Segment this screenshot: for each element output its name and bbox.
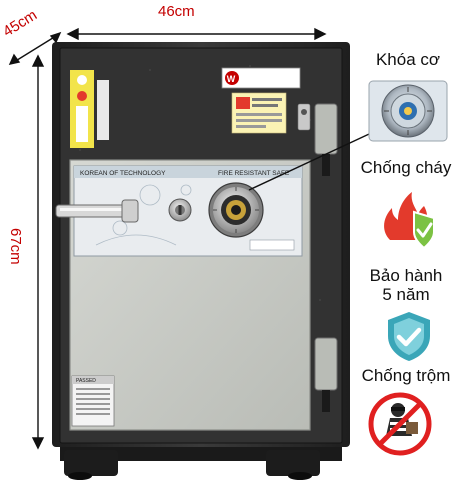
pull-handle: [55, 199, 139, 223]
lower-hinge: [314, 337, 338, 412]
svg-text:FIRE RESISTANT SAFE: FIRE RESISTANT SAFE: [218, 170, 290, 177]
feature-anti-theft-label: Chống trộm: [361, 366, 451, 385]
key-plate: [297, 103, 311, 131]
depth-arrow: [8, 31, 62, 65]
dial-lock-icon: [368, 80, 448, 142]
vertical-label: [97, 80, 109, 140]
info-sticker: [231, 92, 287, 134]
svg-text:KOREAN OF TECHNOLOGY: KOREAN OF TECHNOLOGY: [80, 170, 166, 177]
warranty-shield-icon: [384, 310, 434, 362]
warning-sticker: [70, 70, 94, 148]
passed-plate: PASSED: [71, 375, 115, 427]
svg-text:W: W: [227, 74, 236, 84]
model-plate: [249, 239, 295, 251]
callout-line: [248, 127, 383, 191]
anti-theft-icon: [368, 392, 432, 456]
feature-fireproof-label: Chống cháy: [360, 158, 452, 177]
width-label: 46cm: [158, 3, 195, 20]
svg-text:PASSED: PASSED: [76, 378, 96, 384]
brand-logo: W: [221, 67, 301, 89]
feature-mechanical-lock-label: Khóa cơ: [375, 50, 441, 69]
width-arrow: [66, 27, 327, 41]
combination-dial: [208, 182, 264, 238]
fire-shield-icon: [376, 186, 440, 250]
height-arrow: [31, 54, 45, 450]
safe-feet: [60, 447, 342, 480]
key-lock: [168, 198, 192, 222]
